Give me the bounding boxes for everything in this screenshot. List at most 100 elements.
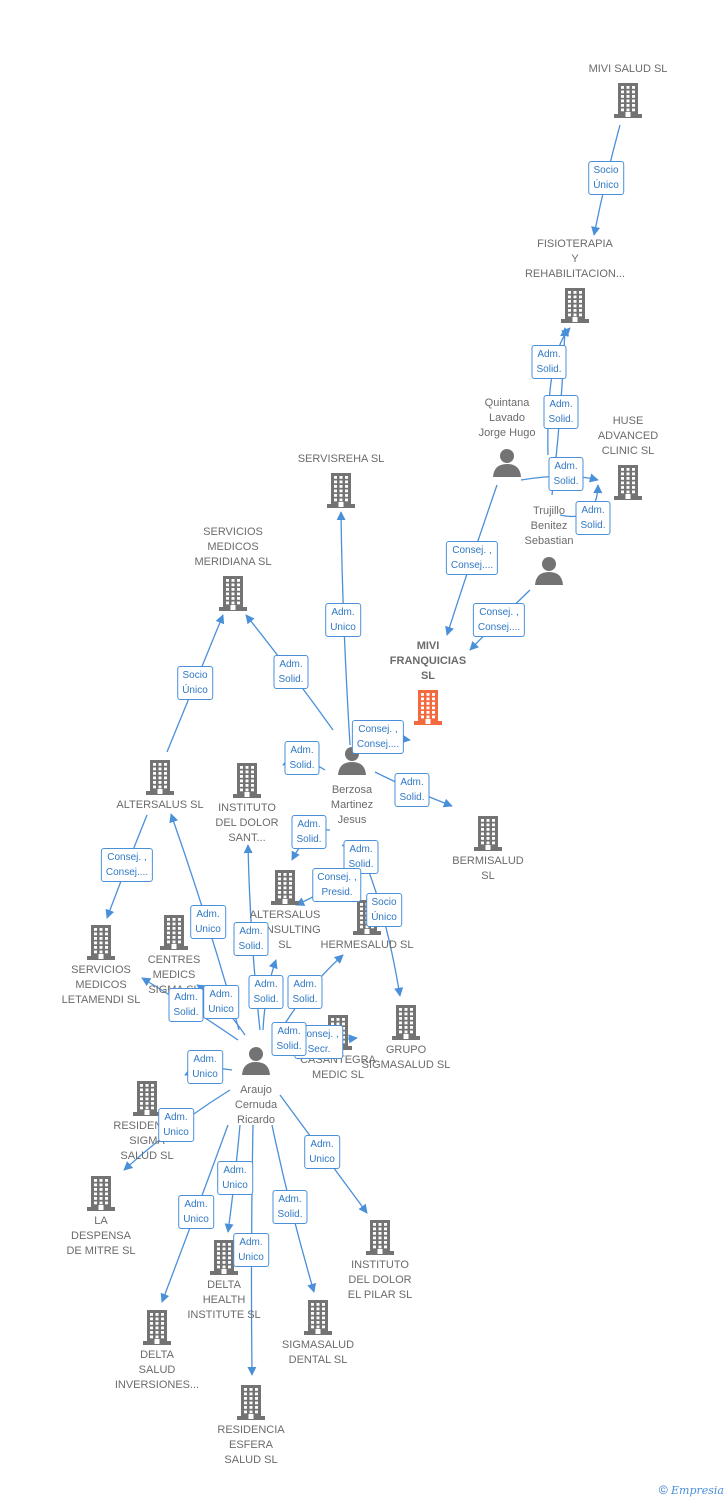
relationship-label[interactable]: Adm. Solid. (394, 773, 430, 807)
brand-logo-text: Empresia (671, 1484, 724, 1497)
building-icon (216, 574, 250, 612)
relationship-label[interactable]: Adm. Unico (325, 603, 361, 637)
relationship-label[interactable]: Socio Único (366, 893, 402, 927)
relationship-label[interactable]: Adm. Solid. (548, 457, 584, 491)
building-icon (411, 688, 445, 726)
node-label: Trujillo Benitez Sebastian (524, 505, 574, 547)
node-label: MIVI FRANQUICIAS SL (389, 640, 467, 682)
building-icon (130, 1079, 164, 1117)
company-node-residencia-esfera[interactable]: RESIDENCIA ESFERA SALUD SL (186, 1383, 316, 1468)
node-label: DELTA HEALTH INSTITUTE SL (187, 1279, 261, 1321)
relationship-label[interactable]: Adm. Solid. (531, 345, 567, 379)
relationship-label[interactable]: Adm. Solid. (284, 741, 320, 775)
company-node-instituto-sant[interactable]: INSTITUTO DEL DOLOR SANT... (182, 761, 312, 846)
node-label: SIGMASALUD DENTAL SL (281, 1339, 355, 1366)
relationship-label[interactable]: Adm. Unico (203, 985, 239, 1019)
node-label: CENTRES MEDICS SIGMA SL (147, 954, 201, 996)
node-label: INSTITUTO DEL DOLOR SANT... (215, 802, 279, 844)
node-label: LA DESPENSA DE MITRE SL (66, 1215, 136, 1257)
node-label: SERVICIOS MEDICOS MERIDIANA SL (194, 526, 272, 568)
relationship-label[interactable]: Adm. Solid. (273, 655, 309, 689)
person-icon (239, 1043, 273, 1081)
relationship-label[interactable]: Adm. Unico (178, 1195, 214, 1229)
company-node-altersalus[interactable]: ALTERSALUS SL (95, 758, 225, 813)
company-node-mivi-salud[interactable]: MIVI SALUD SL (563, 62, 693, 119)
company-node-servicios-meridiana[interactable]: SERVICIOS MEDICOS MERIDIANA SL (168, 525, 298, 612)
building-icon (84, 923, 118, 961)
node-label: RESIDENCIA ESFERA SALUD SL (217, 1424, 285, 1466)
node-label: BERMISALUD SL (452, 855, 524, 882)
relationship-label[interactable]: Consej. , Presid. (312, 868, 362, 902)
relationship-label[interactable]: Adm. Solid. (248, 975, 284, 1009)
node-label: HERMESALUD SL (320, 939, 414, 951)
relationship-label[interactable]: Adm. Solid. (575, 501, 611, 535)
relationship-label[interactable]: Adm. Solid. (272, 1190, 308, 1224)
relationship-label[interactable]: Consej. , Consej.... (351, 720, 405, 754)
relationship-label[interactable]: Socio Único (177, 666, 213, 700)
relationship-label[interactable]: Adm. Solid. (233, 922, 269, 956)
company-node-mivi-franquicias[interactable]: MIVI FRANQUICIAS SL (363, 639, 493, 726)
building-icon (558, 286, 592, 324)
company-node-delta-salud[interactable]: DELTA SALUD INVERSIONES... (92, 1308, 222, 1393)
company-node-servisreha[interactable]: SERVISREHA SL (276, 452, 406, 509)
node-label: HUSE ADVANCED CLINIC SL (597, 415, 659, 457)
building-icon (84, 1174, 118, 1212)
building-icon (389, 1003, 423, 1041)
person-node-trujillo[interactable]: Trujillo Benitez Sebastian (484, 504, 614, 591)
company-node-fisioterapia[interactable]: FISIOTERAPIA Y REHABILITACION... (510, 237, 640, 324)
building-icon (230, 761, 264, 799)
relationship-label[interactable]: Consej. , Consej.... (100, 848, 154, 882)
node-label: GRUPO SIGMASALUD SL (361, 1044, 451, 1071)
company-node-delta-health[interactable]: DELTA HEALTH INSTITUTE SL (159, 1238, 289, 1323)
node-label: MIVI SALUD SL (588, 63, 668, 75)
building-icon (301, 1298, 335, 1336)
relationship-label[interactable]: Socio Único (588, 161, 624, 195)
company-node-instituto-pilar[interactable]: INSTITUTO DEL DOLOR EL PILAR SL (315, 1218, 445, 1303)
building-icon (611, 463, 645, 501)
relationship-label[interactable]: Adm. Solid. (168, 988, 204, 1022)
building-icon (268, 868, 302, 906)
company-node-grupo-sigmasalud[interactable]: GRUPO SIGMASALUD SL (341, 1003, 471, 1073)
company-node-huse[interactable]: HUSE ADVANCED CLINIC SL (563, 414, 693, 501)
building-icon (471, 814, 505, 852)
copyright-symbol: © (658, 1483, 668, 1497)
relationship-label[interactable]: Adm. Solid. (287, 975, 323, 1009)
company-node-sigmasalud-dental[interactable]: SIGMASALUD DENTAL SL (253, 1298, 383, 1368)
relationship-label[interactable]: Adm. Solid. (543, 395, 579, 429)
footer-brand[interactable]: © Empresia (659, 1483, 724, 1497)
building-icon (611, 81, 645, 119)
person-node-quintana[interactable]: Quintana Lavado Jorge Hugo (442, 396, 572, 483)
person-node-araujo[interactable]: Araujo Cernuda Ricardo (191, 1043, 321, 1128)
building-icon (363, 1218, 397, 1256)
node-label: Quintana Lavado Jorge Hugo (478, 397, 536, 439)
building-icon (324, 471, 358, 509)
relationship-label[interactable]: Adm. Unico (217, 1161, 253, 1195)
relationship-label[interactable]: Consej. , Consej.... (472, 603, 526, 637)
relationship-label[interactable]: Adm. Unico (233, 1233, 269, 1267)
relationship-label[interactable]: Consej. , Consej.... (445, 541, 499, 575)
building-icon (207, 1238, 241, 1276)
relationship-label[interactable]: Adm. Unico (158, 1108, 194, 1142)
node-label: INSTITUTO DEL DOLOR EL PILAR SL (347, 1259, 413, 1301)
relationship-label[interactable]: Adm. Unico (304, 1135, 340, 1169)
building-icon (143, 758, 177, 796)
building-icon (234, 1383, 268, 1421)
node-label: FISIOTERAPIA Y REHABILITACION... (524, 238, 626, 280)
node-label: SERVICIOS MEDICOS LETAMENDI SL (61, 964, 141, 1006)
node-label: SERVISREHA SL (297, 453, 385, 465)
company-node-bermisalud[interactable]: BERMISALUD SL (423, 814, 553, 884)
building-icon (140, 1308, 174, 1346)
company-node-despensa[interactable]: LA DESPENSA DE MITRE SL (36, 1174, 166, 1259)
relationship-label[interactable]: Adm. Unico (187, 1050, 223, 1084)
node-label: Araujo Cernuda Ricardo (234, 1084, 278, 1126)
person-icon (490, 445, 524, 483)
relationship-label[interactable]: Adm. Solid. (271, 1022, 307, 1056)
company-node-letamendi[interactable]: SERVICIOS MEDICOS LETAMENDI SL (36, 923, 166, 1008)
relationship-label[interactable]: Adm. Unico (190, 905, 226, 939)
relationship-label[interactable]: Adm. Solid. (291, 815, 327, 849)
person-icon (532, 553, 566, 591)
node-label: DELTA SALUD INVERSIONES... (114, 1349, 200, 1391)
node-label: ALTERSALUS SL (116, 799, 204, 811)
company-node-centres[interactable]: CENTRES MEDICS SIGMA SL (109, 913, 239, 998)
node-label: Berzosa Martinez Jesus (330, 784, 374, 826)
